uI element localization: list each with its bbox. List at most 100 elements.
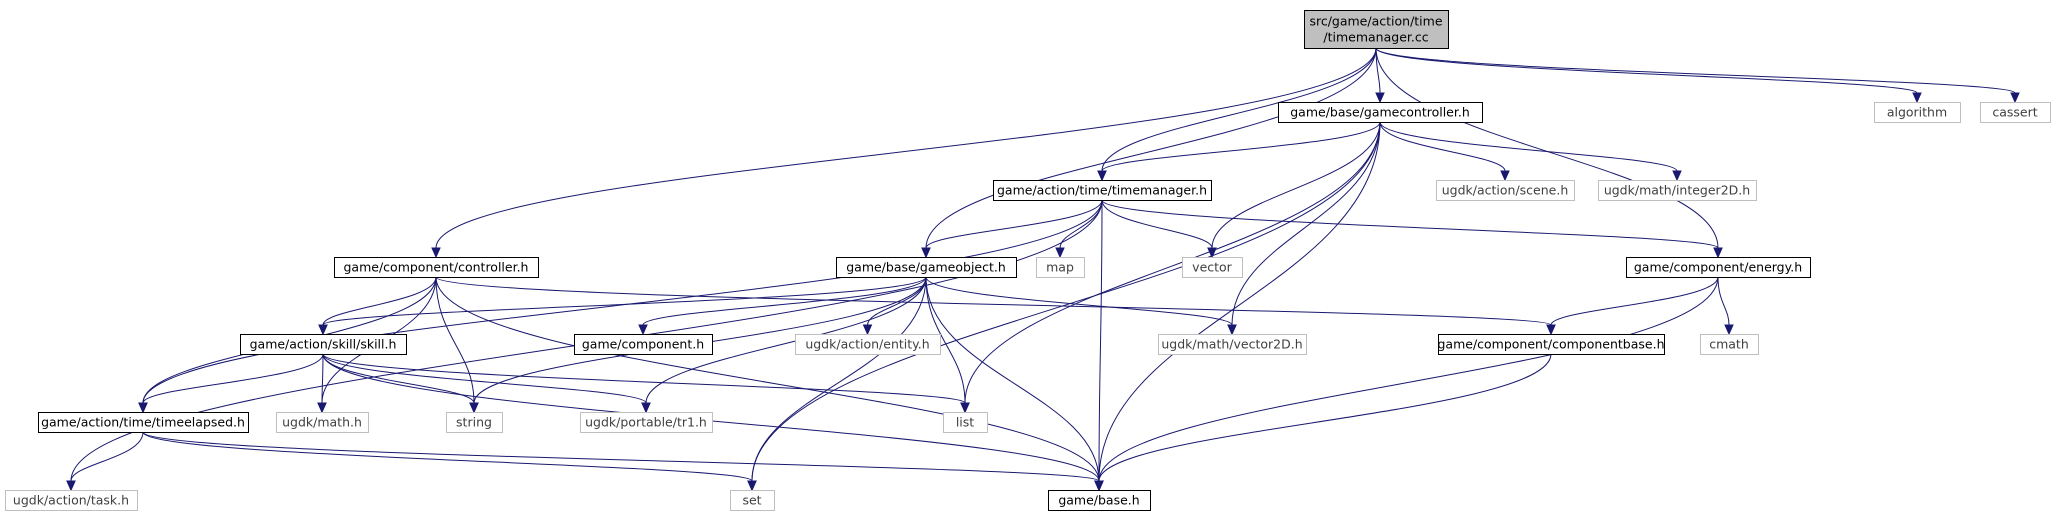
edge-line xyxy=(1211,121,1381,249)
edge-arrowhead xyxy=(1375,92,1385,104)
edge-timemanager-to-energy xyxy=(1101,199,1723,259)
edge-timemanager-to-vector xyxy=(1101,199,1217,259)
node-controller[interactable]: game/component/controller.h xyxy=(334,257,539,278)
node-box xyxy=(1304,10,1449,49)
node-map[interactable]: map xyxy=(1036,257,1085,278)
node-gameobject[interactable]: game/base/gameobject.h xyxy=(836,257,1017,278)
edge-arrowhead xyxy=(921,247,931,259)
node-label: ugdk/action/task.h xyxy=(13,493,129,508)
edge-line xyxy=(1098,199,1103,482)
node-box xyxy=(1874,102,1961,123)
edge-line xyxy=(322,276,927,326)
node-box xyxy=(580,412,713,433)
edge-gamecontroller-to-list xyxy=(960,121,1381,414)
node-box xyxy=(1158,334,1307,355)
edge-line xyxy=(1375,47,2016,94)
node-box xyxy=(574,334,713,355)
node-label: set xyxy=(742,493,761,508)
edge-line xyxy=(925,276,1100,482)
node-cmath[interactable]: cmath xyxy=(1700,334,1759,355)
node-box xyxy=(993,180,1212,201)
edge-arrowhead xyxy=(469,402,479,414)
edge-arrowhead xyxy=(66,480,76,492)
edge-line xyxy=(322,353,966,404)
edge-gamecontroller-to-vector2d xyxy=(1227,121,1381,336)
node-gamecontroller[interactable]: game/base/gamecontroller.h xyxy=(1278,102,1483,123)
edge-arrowhead xyxy=(2010,92,2020,104)
edge-gamecontroller-to-timemanager xyxy=(1097,121,1381,182)
edge-timeelapsed-to-set xyxy=(142,431,757,492)
node-box xyxy=(836,257,1017,278)
edge-arrowhead xyxy=(1207,247,1217,259)
node-label: game/action/time/timeelapsed.h xyxy=(41,415,245,430)
node-timemanager[interactable]: game/action/time/timemanager.h xyxy=(993,180,1212,201)
edge-line xyxy=(1098,353,1552,482)
node-label: game/component.h xyxy=(582,337,704,352)
edge-line xyxy=(1375,47,1918,94)
node-list[interactable]: list xyxy=(943,412,988,433)
edge-line xyxy=(142,353,324,404)
edge-arrowhead xyxy=(1227,324,1237,336)
node-component[interactable]: game/component.h xyxy=(574,334,713,355)
node-tr1[interactable]: ugdk/portable/tr1.h xyxy=(580,412,713,433)
edge-gamecontroller-to-vector xyxy=(1207,121,1381,259)
edge-arrowhead xyxy=(747,480,757,492)
node-vector2d[interactable]: ugdk/math/vector2D.h xyxy=(1158,334,1307,355)
node-root[interactable]: src/game/action/time/timemanager.cc xyxy=(1304,10,1449,49)
node-entity[interactable]: ugdk/action/entity.h xyxy=(795,334,941,355)
edge-line xyxy=(751,121,1381,482)
node-box xyxy=(1436,180,1575,201)
node-label: ugdk/math/vector2D.h xyxy=(1161,337,1302,352)
edge-arrowhead xyxy=(1546,324,1556,336)
edge-line xyxy=(645,276,927,404)
nodes-layer: src/game/action/time/timemanager.cc game/… xyxy=(5,10,2051,511)
edge-line xyxy=(322,353,475,404)
node-base[interactable]: game/base.h xyxy=(1048,490,1151,511)
edge-arrowhead xyxy=(317,402,327,414)
edge-line xyxy=(322,276,437,326)
edge-arrowhead xyxy=(641,402,651,414)
edge-line xyxy=(435,276,1552,326)
edge-gameobject-to-entity xyxy=(862,276,927,336)
edge-line xyxy=(1098,121,1381,482)
node-set[interactable]: set xyxy=(730,490,775,511)
node-timeelapsed[interactable]: game/action/time/timeelapsed.h xyxy=(38,412,249,433)
node-label: game/base.h xyxy=(1058,493,1139,508)
edge-arrowhead xyxy=(138,402,148,414)
edge-arrowhead xyxy=(1094,480,1104,492)
node-vector[interactable]: vector xyxy=(1182,257,1243,278)
edge-line xyxy=(1101,47,1377,172)
node-box xyxy=(334,257,539,278)
edge-arrowhead xyxy=(1713,247,1723,259)
edge-arrowhead xyxy=(1672,170,1682,182)
edge-arrowhead xyxy=(1055,247,1065,259)
node-algorithm[interactable]: algorithm xyxy=(1874,102,1961,123)
edge-gameobject-to-component xyxy=(638,276,927,336)
node-box xyxy=(38,412,249,433)
edge-line xyxy=(142,431,1100,482)
node-skill[interactable]: game/action/skill/skill.h xyxy=(240,334,407,355)
edge-root-to-algorithm xyxy=(1375,47,1922,104)
node-string[interactable]: string xyxy=(446,412,503,433)
node-label: src/game/action/time xyxy=(1309,14,1442,29)
edge-line xyxy=(1101,121,1381,172)
node-box xyxy=(1182,257,1243,278)
node-integer2d[interactable]: ugdk/math/integer2D.h xyxy=(1598,180,1757,201)
edge-componentbase-to-base xyxy=(1094,353,1552,492)
node-cassert[interactable]: cassert xyxy=(1980,102,2051,123)
node-task[interactable]: ugdk/action/task.h xyxy=(5,490,138,511)
node-scene[interactable]: ugdk/action/scene.h xyxy=(1436,180,1575,201)
node-label: ugdk/action/entity.h xyxy=(805,337,929,352)
edge-energy-to-componentbase xyxy=(1546,276,1719,336)
node-mathh[interactable]: ugdk/math.h xyxy=(276,412,369,433)
node-label: game/base/gamecontroller.h xyxy=(1290,105,1470,120)
edge-gamecontroller-to-scene xyxy=(1379,121,1510,182)
edge-timemanager-to-timeelapsed xyxy=(138,199,1103,414)
edge-line xyxy=(1098,276,1719,482)
edge-root-to-controller xyxy=(431,47,1377,259)
node-energy[interactable]: game/component/energy.h xyxy=(1626,257,1811,278)
node-componentbase[interactable]: game/component/componentbase.h xyxy=(1437,334,1665,355)
node-box xyxy=(1278,102,1483,123)
edge-line xyxy=(435,276,1100,482)
edge-line xyxy=(751,276,927,482)
